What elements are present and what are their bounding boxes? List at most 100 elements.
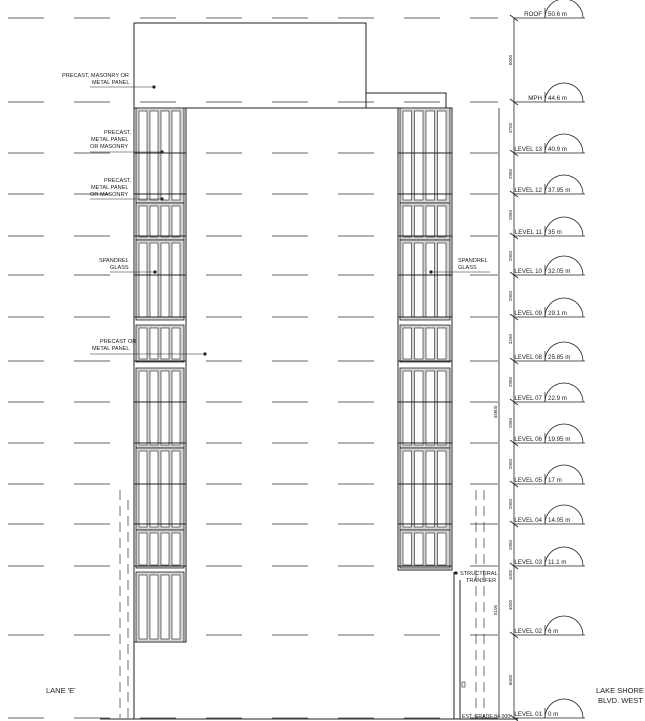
window-pane [160,450,170,528]
level-name: ROOF [524,11,542,18]
window-pane [425,205,435,238]
level-name: LEVEL 08 [514,354,542,361]
window-pane [425,370,435,446]
window-pane [437,110,447,201]
level-marker [544,174,584,195]
window-pane [414,450,424,528]
note-spandrel-left-line1: SPANDREL [99,258,129,264]
level-value: 40.9 m [548,146,567,153]
dimension-label: 1000 [508,569,513,580]
level-value: 11.1 m [548,559,566,566]
level-name: LEVEL 03 [514,559,542,566]
leader-dot [429,270,433,274]
window-pane [171,370,181,446]
window-pane [149,327,159,360]
note-mid2-line3: OR MASONRY [90,192,128,198]
left-window-strip [133,107,187,643]
window-pane [160,327,170,360]
dimension-label: 2950 [508,290,513,301]
level-marker [544,382,584,403]
door-mark [461,681,466,688]
level-value: 19.95 m [548,436,570,443]
level-name: LEVEL 05 [514,477,542,484]
annotation-notes: PRECAST, MASONRY OR METAL PANEL PRECAST,… [62,73,498,584]
level-value: 25.85 m [548,354,570,361]
dimension-label: 2950 [508,458,513,469]
window-pane [437,205,447,238]
note-mid1-line2: METAL PANEL [91,137,129,143]
window-pane [149,110,159,201]
note-transfer-line2: TRANSFER [466,578,496,584]
dimension-label: 2950 [508,539,513,550]
level-marker [544,133,584,154]
note-panel-top-line1: PRECAST, MASONRY OR [62,73,129,79]
dimension-label: 2950 [508,417,513,428]
window-pane [414,205,424,238]
window-pane [149,574,159,640]
window-pane [437,327,447,360]
grade-label: EST. GRADE 84.000 [462,714,510,720]
level-value: 17 m [548,477,562,484]
level-name: LEVEL 01 [514,711,542,718]
leader-dot [152,85,156,89]
dimension-label: 2950 [508,209,513,220]
window-pane [414,327,424,360]
street-labels: LANE 'E' LAKE SHORE BLVD. WEST EST. GRAD… [46,686,644,720]
dimension-label: 3700 [508,122,513,133]
window-pane [138,370,148,446]
dimension-label: 2950 [508,376,513,387]
window-pane [171,110,181,201]
window-pane [414,242,424,318]
level-name: LEVEL 06 [514,436,542,443]
dimension-label: 2950 [508,250,513,261]
window-pane [402,450,412,528]
note-spandrel-right-line2: GLASS [458,265,477,271]
window-pane [160,370,170,446]
dimension-label: 3250 [508,333,513,344]
level-name: LEVEL 10 [514,268,542,275]
note-mid1-line1: PRECAST, [104,130,132,136]
level-value: 0 m [548,711,558,718]
window-pane [138,574,148,640]
window-pane [402,532,412,566]
level-value: 44.6 m [548,95,567,102]
mph-step [365,92,447,109]
window-pane [171,205,181,238]
note-spandrel-left-line2: GLASS [110,265,129,271]
window-pane [171,574,181,640]
leader-dot [160,150,164,154]
window-pane [171,450,181,528]
note-precast-low-line1: PRECAST OR [100,339,136,345]
window-pane [138,327,148,360]
note-mid1-line3: OR MASONRY [90,144,128,150]
window-pane [149,532,159,566]
window-pane [402,327,412,360]
level-marker [544,341,584,362]
note-mid2-line2: METAL PANEL [91,185,129,191]
street-left: LANE 'E' [46,686,76,695]
level-marker [544,546,584,567]
level-value: 29.1 m [548,310,567,317]
window-pane [171,242,181,318]
window-pane [402,205,412,238]
level-marker [544,216,584,237]
window-pane [160,242,170,318]
level-marker [544,615,584,636]
window-pane [437,450,447,528]
window-pane [414,110,424,201]
leader-dot [454,571,458,575]
dimension-label: 4000 [508,599,513,610]
leader-dot [203,352,207,356]
window-pane [425,450,435,528]
street-right-line2: BLVD. WEST [598,696,643,705]
window-pane [414,532,424,566]
note-mid2-line1: PRECAST, [104,178,132,184]
level-value: 14.05 m [548,517,570,524]
note-spandrel-right-line1: SPANDREL [458,258,488,264]
dimension-label: 44600 [493,405,498,418]
window-pane [414,370,424,446]
level-name: LEVEL 02 [514,628,542,635]
dimension-label: 6000 [508,54,513,65]
right-window-strip [397,107,453,571]
